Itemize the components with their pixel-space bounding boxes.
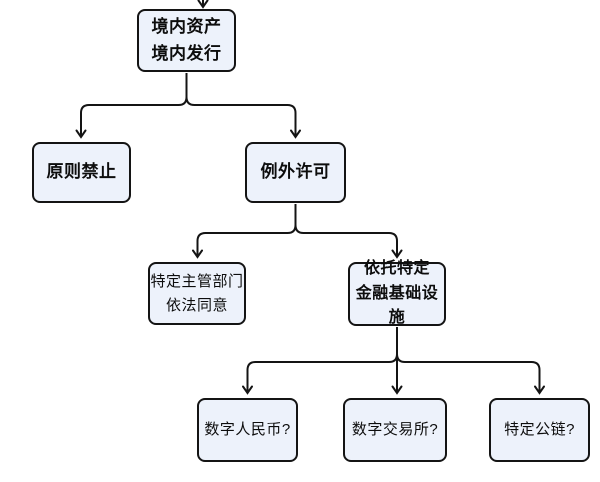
node-label: 特定公链? [504,421,575,439]
node-competent-authority-consent: 特定主管部门 依法同意 [148,262,246,325]
node-label: 境内资产 境内发行 [151,17,222,63]
node-label: 数字人民币? [204,421,291,439]
node-label: 例外许可 [260,162,331,182]
connector-exception-to-authority [192,204,297,259]
node-label: 特定主管部门 依法同意 [150,273,244,314]
node-digital-exchange: 数字交易所? [343,398,447,462]
node-label: 数字交易所? [351,421,439,439]
connector-infra-to-chain [396,327,545,395]
connector-root-to-prohibit [75,73,188,139]
node-exception-permitted: 例外许可 [245,142,346,203]
node-digital-rmb: 数字人民币? [197,398,298,462]
connector-root-to-exception [185,73,301,139]
node-principle-prohibited: 原则禁止 [32,142,131,203]
node-specific-financial-infrastructure: 依托特定 金融基础设施 [348,260,446,326]
node-domestic-asset-domestic-issuance: 境内资产 境内发行 [137,9,236,72]
node-label: 原则禁止 [46,162,117,182]
connector-exception-to-infra [294,204,403,259]
node-specific-public-chain: 特定公链? [489,398,590,462]
connector-infra-to-ecny [242,327,398,395]
node-label: 依托特定 金融基础设施 [355,259,439,327]
